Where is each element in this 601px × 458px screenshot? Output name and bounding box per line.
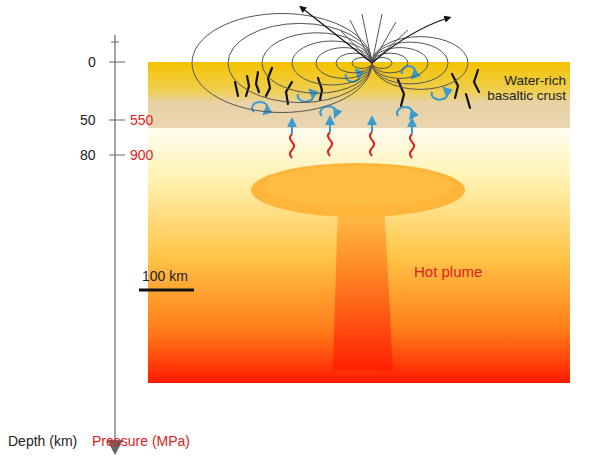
axis-title: Pressure (MPa) [92,433,190,449]
band-label: Water-rich basaltic crust [474,74,566,104]
plume-label: Hot plume [414,263,482,280]
field-line [350,20,372,63]
field-line [372,53,408,73]
field-line [372,48,428,79]
field-line [336,53,372,73]
crust-band: Water-rich basaltic crust [148,62,570,128]
field-line [352,58,372,69]
field-line [372,22,396,63]
depth-tick: 80 [80,147,96,163]
field-line [372,37,468,90]
depth-tick: 50 [80,112,96,128]
field-line [340,30,372,63]
depth-tick: 0 [88,54,96,70]
field-line [228,23,372,102]
scale-label: 100 km [142,268,188,284]
pressure-tick: 550 [130,112,153,128]
field-line [262,33,372,94]
axis-title: Depth (km) [8,433,77,449]
field-line [192,14,372,113]
field-line [372,42,448,84]
field-line [316,48,372,79]
pressure-tick: 900 [130,147,153,163]
field-line [292,41,372,85]
field-line [372,58,392,69]
